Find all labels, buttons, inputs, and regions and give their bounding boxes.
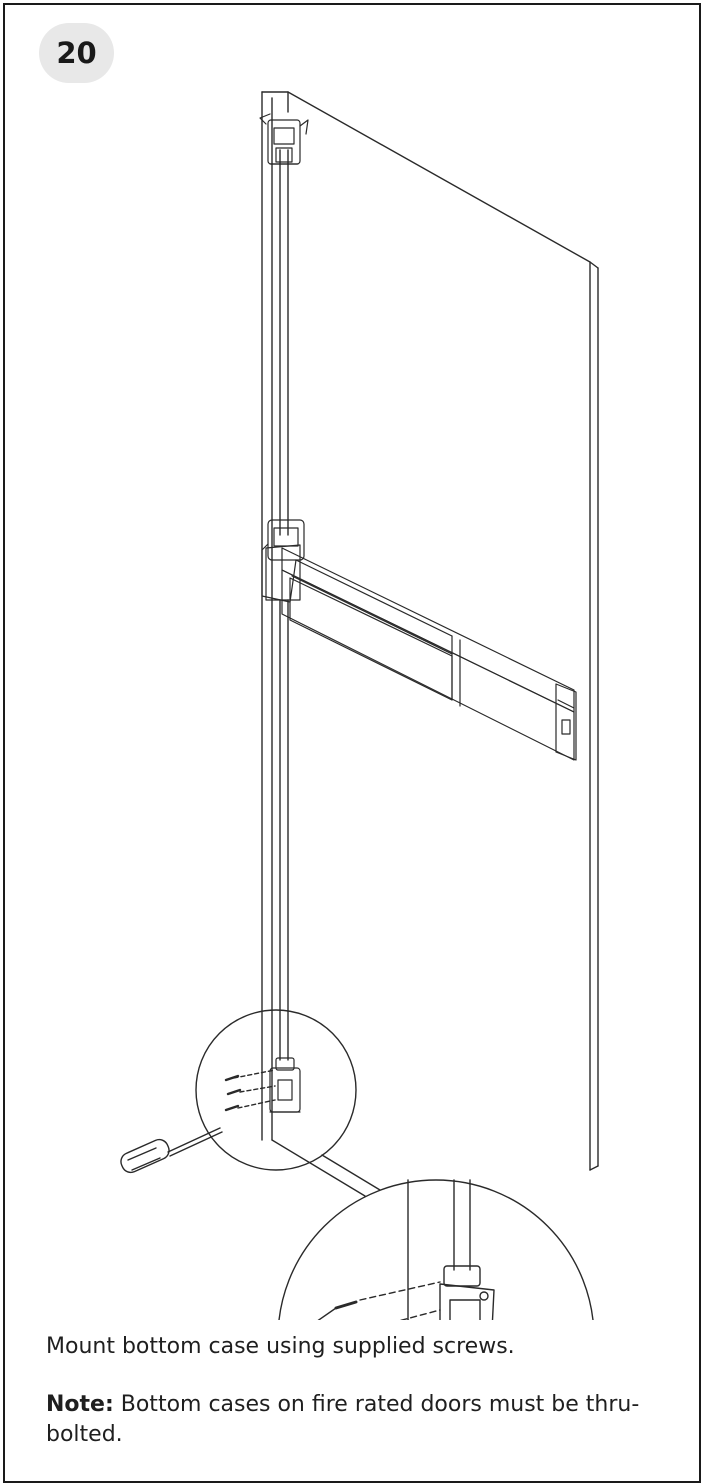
- note-body: Bottom cases on fire rated doors must be…: [46, 1392, 640, 1447]
- screwdriver: [120, 1127, 223, 1174]
- vertical-rod: [279, 149, 289, 1061]
- top-latch: [259, 113, 309, 165]
- note-text: Note: Bottom cases on fire rated doors m…: [46, 1390, 666, 1450]
- mounting-screws: [224, 1069, 276, 1112]
- callout-leader-line: [321, 1154, 381, 1191]
- installation-illustration: [120, 91, 599, 1320]
- instruction-text: Mount bottom case using supplied screws.: [46, 1334, 515, 1359]
- note-label: Note:: [46, 1392, 114, 1417]
- magnified-detail: [278, 1179, 594, 1320]
- step-number: 20: [56, 36, 97, 70]
- door-panel: [261, 91, 599, 1197]
- detail-callout-circle: [195, 1009, 357, 1171]
- step-number-badge: 20: [39, 23, 114, 83]
- bottom-case: [269, 1057, 301, 1113]
- exit-device-push-bar: [261, 519, 577, 761]
